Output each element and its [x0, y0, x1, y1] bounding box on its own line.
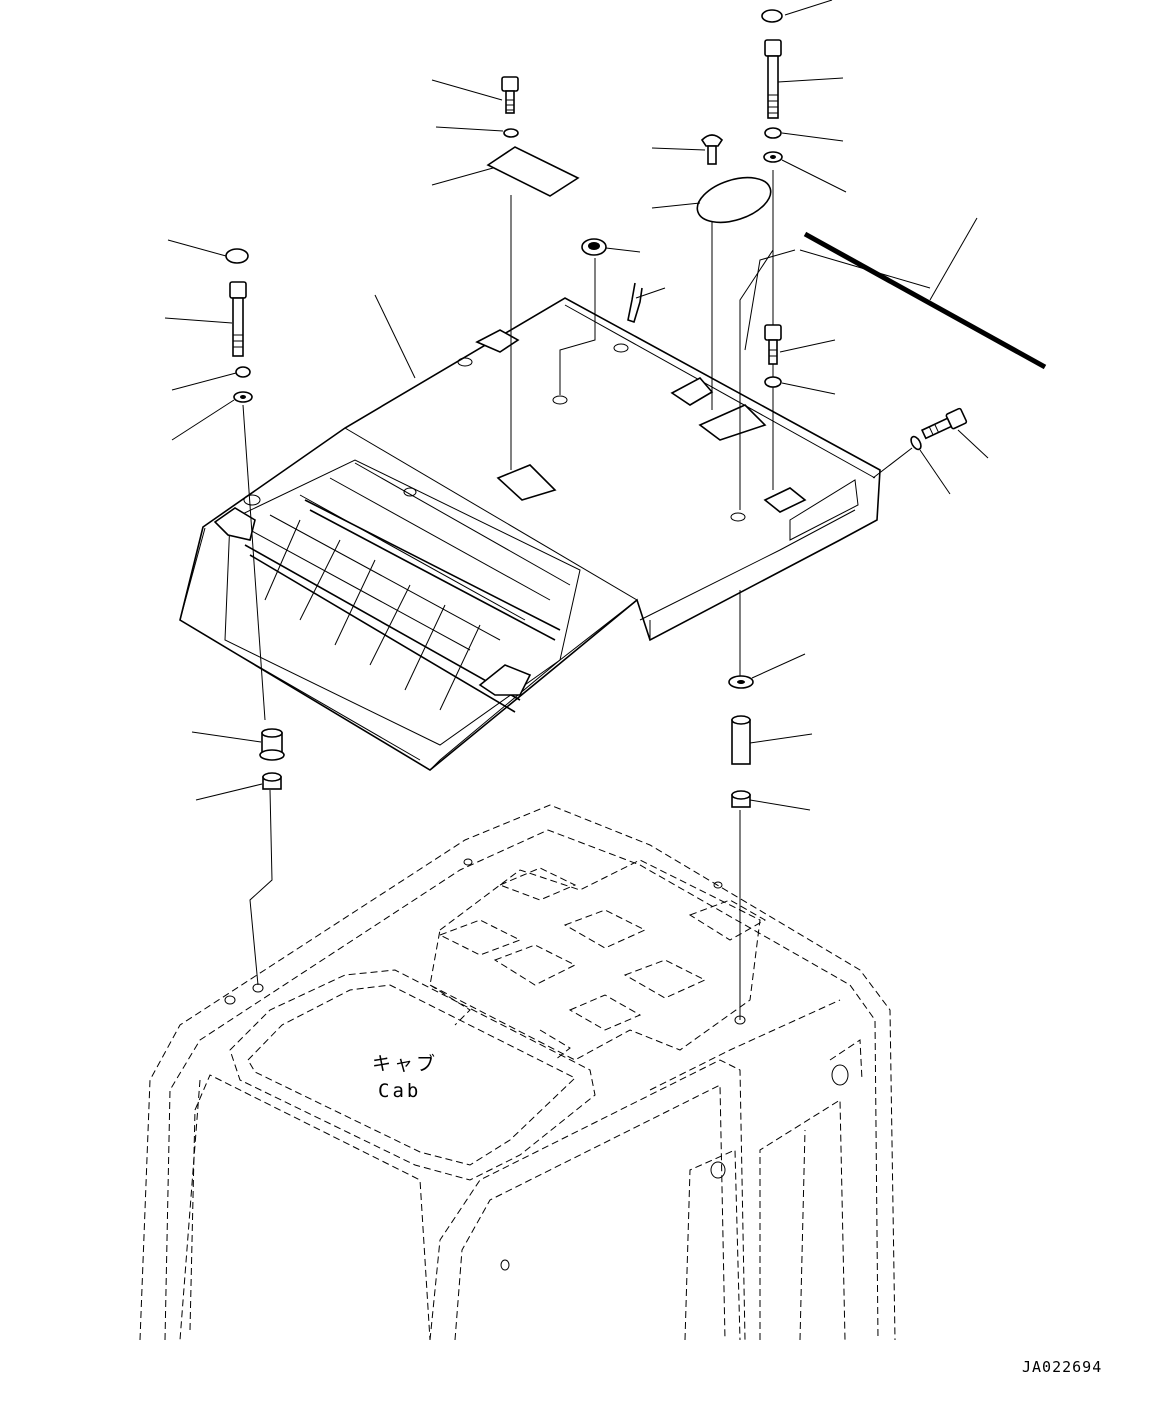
long-bolt-right	[764, 39, 782, 119]
bolt-mid-right	[764, 324, 782, 365]
cab-outline	[139, 804, 896, 1341]
roof-guard	[179, 297, 881, 771]
nut-left	[262, 772, 282, 790]
drawing-id: JA022694	[1022, 1358, 1102, 1376]
seal-strip	[803, 231, 1047, 370]
spring-washer-left	[235, 366, 251, 378]
bolt-top-center	[501, 76, 519, 114]
nut-right	[731, 790, 751, 808]
washer-angled	[910, 435, 922, 451]
long-bolt-left	[229, 281, 247, 357]
spring-washer-mid-right	[764, 376, 782, 388]
collar-left	[259, 728, 285, 761]
small-bolt	[700, 134, 724, 165]
clip	[627, 282, 643, 324]
grommet	[581, 238, 607, 256]
spring-washer-right	[764, 127, 782, 139]
grille-slats	[244, 462, 571, 713]
cap-top-right	[761, 9, 783, 23]
cab-label-en: Cab	[378, 1080, 421, 1102]
round-cover	[696, 176, 772, 224]
leader-lines	[164, 0, 989, 811]
washer-top-center	[503, 128, 519, 138]
cab-label-jp: キャブ	[372, 1052, 438, 1075]
angled-bolt	[920, 407, 968, 440]
cover-plate	[486, 146, 580, 197]
spacer-right	[731, 715, 751, 765]
cap-left	[225, 248, 249, 264]
